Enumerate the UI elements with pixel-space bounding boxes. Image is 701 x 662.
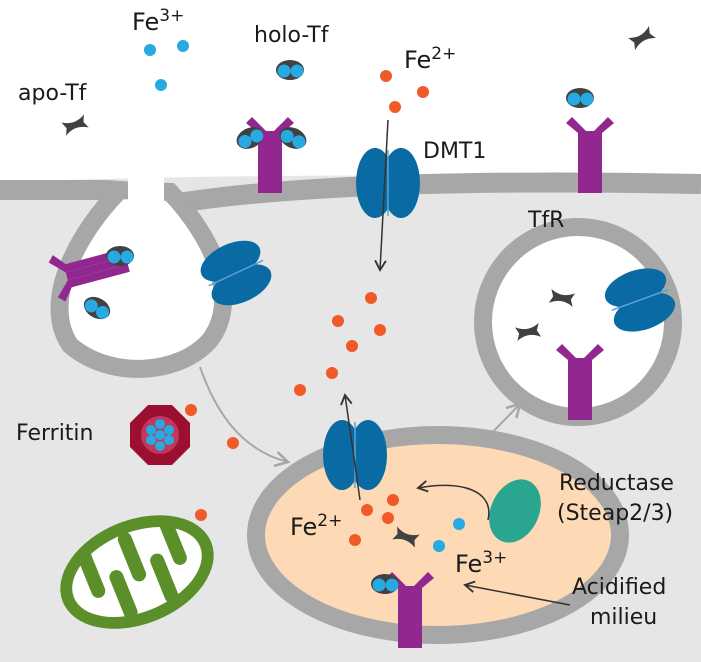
acidified-pointer-arrow [463, 580, 571, 606]
reduction-arrow [416, 480, 490, 521]
dmt1-endosome [322, 419, 388, 491]
fe2-ion [387, 494, 399, 506]
dmt1-import-arrow [374, 119, 389, 272]
fe2-ion [380, 70, 392, 82]
fe2-ion [382, 512, 394, 524]
dmt1-surface [355, 147, 421, 219]
fe3-ion [155, 79, 167, 91]
cytosolic-fe2-pool [185, 292, 386, 521]
reductase-subtitle: (Steap2/3) [557, 501, 673, 526]
fe2-ion [365, 292, 377, 304]
apo-tf-label: apo-Tf [18, 81, 88, 106]
fe2-ion [389, 101, 401, 113]
fe3-ion [433, 540, 445, 552]
holo-tf [566, 88, 594, 108]
fe3-label-top: Fe3+ [132, 6, 184, 36]
fe2-ion [326, 367, 338, 379]
fe2-ion [294, 384, 306, 396]
holo-tf-label: holo-Tf [254, 23, 330, 48]
fe2-label-endosome: Fe2+ [290, 511, 342, 541]
fe2-ion [185, 404, 197, 416]
holo-tf-pit-1 [106, 246, 134, 266]
endocytic-pit [47, 175, 279, 378]
fe3-label-endosome: Fe3+ [455, 548, 507, 578]
fe3-ion [144, 44, 156, 56]
fe2-ion [332, 315, 344, 327]
fe3-ion [453, 518, 465, 530]
endosome-export-arrow [340, 393, 361, 501]
fe2-ion [374, 324, 386, 336]
ferritin [130, 405, 190, 465]
fe2-ion [361, 504, 373, 516]
reductase-steap [489, 479, 541, 543]
holo-tf [276, 60, 304, 80]
labels: Fe3+ holo-Tf apo-Tf Fe2+ DMT1 TfR Ferrit… [16, 6, 674, 630]
fe2-label-top: Fe2+ [404, 44, 456, 74]
apo-tf [61, 114, 89, 136]
dmt1-label: DMT1 [423, 139, 486, 164]
fe2-ion [346, 340, 358, 352]
fe2-ion [227, 437, 239, 449]
fe2-ion [417, 86, 429, 98]
apo-tf [628, 25, 656, 51]
fe3-ion [177, 40, 189, 52]
endosome [247, 419, 629, 648]
holo-tf-endosome [371, 574, 399, 594]
reductase-label: Reductase [559, 471, 674, 496]
endosome-to-vesicle-arrow [484, 402, 522, 441]
tfr-label: TfR [527, 208, 564, 233]
acidified-label: Acidified [572, 575, 666, 600]
ferritin-label: Ferritin [16, 421, 93, 446]
pit-to-endosome-arrow [199, 366, 291, 468]
recycling-vesicle [474, 218, 682, 426]
mitochondrion [60, 515, 214, 629]
extracellular-molecules [61, 25, 656, 136]
milieu-label: milieu [590, 605, 657, 630]
arrows [199, 119, 571, 606]
fe2-ion [349, 534, 361, 546]
fe2-ion [195, 509, 207, 521]
